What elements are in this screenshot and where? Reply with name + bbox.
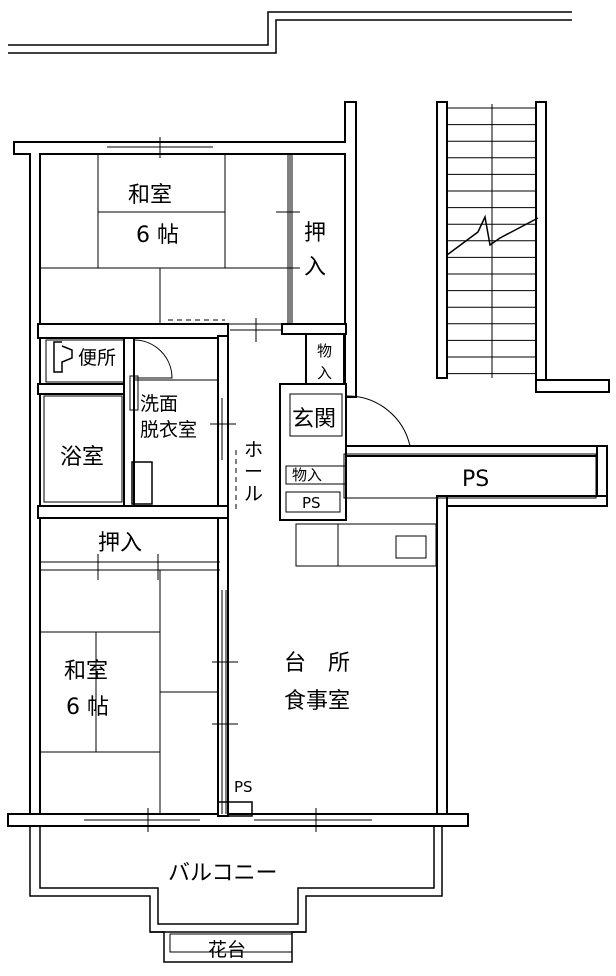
ps-large-label: PS [462,467,489,492]
oshiire-top-label-2: 入 [304,255,326,280]
senmen-label-1: 洗面 [140,393,178,415]
balcony [29,826,443,963]
washitsu-top-size: 6 帖 [136,223,179,248]
exterior-walls [7,101,608,827]
ps-bottom-label: PS [234,778,253,796]
bathroom [43,395,153,505]
washroom [129,375,236,507]
oshiire-top [276,154,300,324]
hall-label-2: ー [244,461,263,483]
washitsu-left-label: 和室 [64,659,108,684]
bottom-windows [84,801,372,832]
mono-small-label: 物入 [292,466,322,484]
corridor-edge [8,11,572,54]
mono-top-label-1: 物 [317,342,332,360]
kitchen-counter [295,523,437,567]
senmen-label-2: 脱衣室 [140,419,197,441]
ps-small-label: PS [302,494,321,512]
staircase [436,101,610,393]
yokushitsu-label: 浴室 [60,445,104,470]
kitchen-label-1: 台 所 [284,651,350,676]
genkan-label: 玄関 [292,407,336,432]
toilet [45,339,173,383]
oshiire-top-label-1: 押 [304,221,326,246]
benjo-label: 便所 [78,347,116,369]
oshiire-left-label: 押入 [98,531,142,556]
interior-walls [37,318,347,817]
kadai-label: 花台 [208,939,246,961]
washitsu-left-size: 6 帖 [66,695,109,720]
genkan [285,395,597,513]
washitsu-left [40,570,238,814]
oshiire-left [40,554,220,580]
hall-label-1: ホ [244,439,263,461]
balcony-label: バルコニー [168,861,278,886]
mono-top-label-2: 入 [317,364,332,382]
washitsu-top-label: 和室 [128,183,172,208]
kitchen-label-2: 食事室 [284,689,350,714]
hall-label-3: ル [244,483,263,505]
